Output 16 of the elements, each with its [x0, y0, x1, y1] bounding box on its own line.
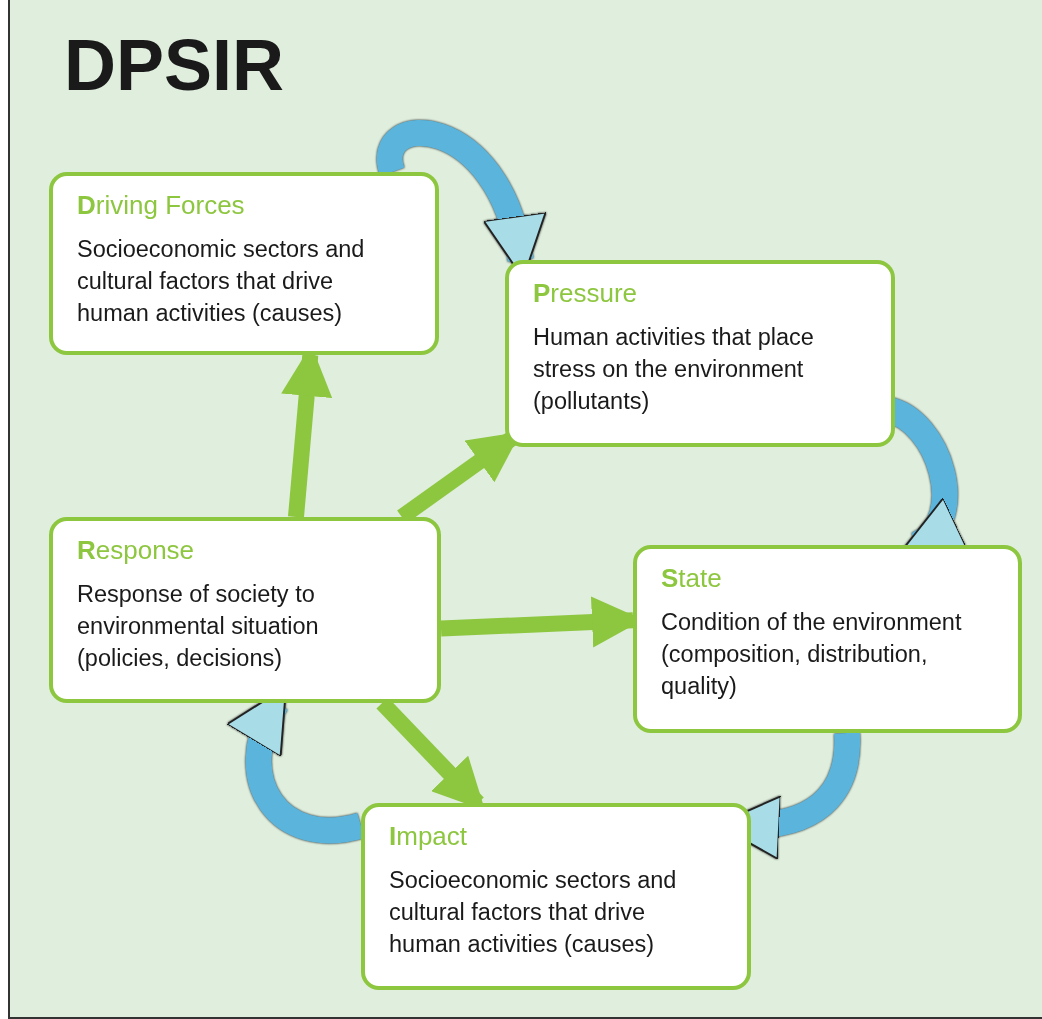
box-description: Response of society to environmental situation (policies, decisions) [77, 580, 320, 673]
box-heading: Response [77, 535, 196, 566]
process-box [633, 545, 1022, 733]
box-heading: Pressure [533, 278, 639, 309]
box-description: Human activities that place stress on the environment (pollutants) [533, 323, 815, 416]
box-heading: State [661, 563, 723, 594]
box-heading: Impact [389, 821, 469, 852]
box-description: Condition of the environment (composition, distribution, quality) [661, 608, 963, 701]
box-heading: Driving Forces [77, 190, 246, 221]
title: DPSIR [64, 24, 285, 106]
box-description: Socioeconomic sectors and cultural factors that drive human activities (causes) [389, 866, 678, 959]
process-box [505, 260, 895, 447]
process-box [49, 517, 441, 703]
process-box [361, 803, 751, 990]
process-box [49, 172, 439, 355]
box-description: Socioeconomic sectors and cultural factors that drive human activities (causes) [77, 235, 366, 328]
